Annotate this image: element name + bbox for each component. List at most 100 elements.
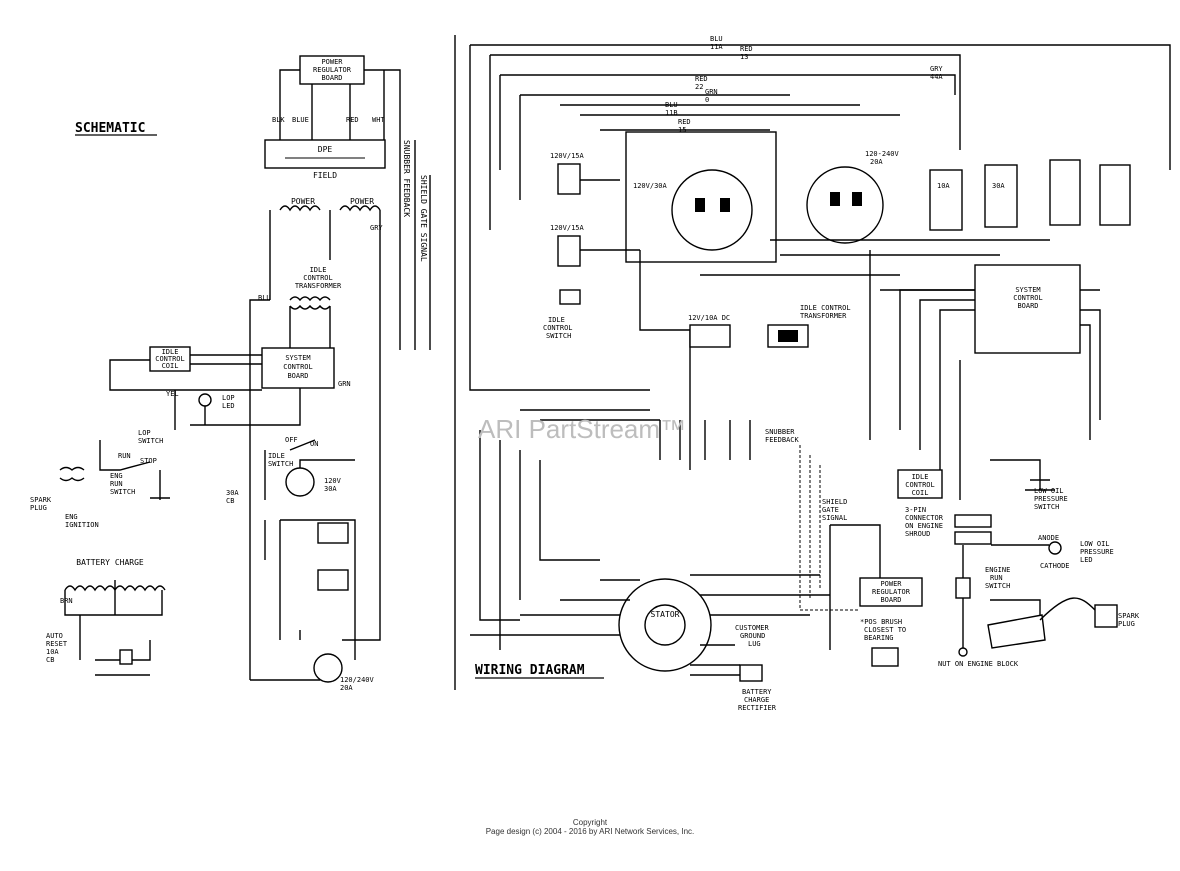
tw2-num: 44A (930, 73, 943, 81)
wd-pos-2: CLOSEST TO (864, 626, 906, 634)
wd-ground-nut (958, 647, 968, 657)
schematic-off: OFF (285, 436, 298, 444)
schematic-field-block (264, 139, 386, 169)
schematic-battery-charge: BATTERY CHARGE (76, 558, 144, 567)
schematic-wire-labels: BLK BLUE RED WHT BLU GRY GRN YEL BRN (60, 116, 385, 605)
schematic-lop-led-2: LED (222, 402, 235, 410)
schematic-spark-2: PLUG (30, 504, 47, 512)
schematic-auto-4: CB (46, 656, 54, 664)
wiring-diagram-title: WIRING DIAGRAM (475, 663, 585, 678)
wd-ers-3: SWITCH (985, 582, 1010, 590)
wd-ict-1: IDLE CONTROL (800, 304, 851, 312)
tw4-color: GRN (705, 88, 718, 96)
wd-lol-1: LOW OIL (1080, 540, 1110, 548)
schematic-on: ON (310, 440, 318, 448)
wd-scb-1: SYSTEM (1015, 286, 1040, 294)
schematic-auto-3: 10A (46, 648, 59, 656)
wd-system-control-board (974, 264, 1081, 354)
schematic-prb-line2: REGULATOR (313, 66, 352, 74)
wd-shield-1: SHIELD (822, 498, 847, 506)
wl-yel: YEL (166, 390, 179, 398)
schematic-shield-gate-signal: SHIELD GATE SIGNAL (419, 175, 428, 262)
schematic-rectifier-diode (119, 649, 133, 665)
wl-brn: BRN (60, 597, 73, 605)
wd-power-regulator-board (859, 577, 923, 607)
schematic-power-right: POWER (350, 197, 374, 206)
wd-breaker-30a (984, 164, 1018, 228)
wd-breaker-4 (1099, 164, 1131, 226)
wd-breaker-30a-label: 30A (992, 182, 1005, 190)
wd-outlet-b (557, 235, 581, 267)
wd-cgl-2: GROUND (740, 632, 765, 640)
wl-blue: BLUE (292, 116, 309, 124)
wd-lol-3: LED (1080, 556, 1093, 564)
schematic-receptacle-2 (317, 569, 349, 591)
wd-outlet-30-label: 120V/30A (633, 182, 668, 190)
tw3-color: RED (695, 75, 708, 83)
wd-outlet-30 (671, 169, 753, 251)
schematic-title: SCHEMATIC (75, 121, 145, 136)
wd-ignition-coil (987, 614, 1046, 649)
wd-icc-1: IDLE (912, 473, 929, 481)
schematic-o240-1: 120/240V (340, 676, 375, 684)
tw6-color: RED (678, 118, 691, 126)
schematic-ict-line3: TRANSFORMER (295, 282, 342, 290)
schematic-receptacle-1 (317, 522, 349, 544)
wd-outlet-240-l1: 120-240V (865, 150, 900, 158)
wd-ers-2: RUN (990, 574, 1003, 582)
wd-scb-2: CONTROL (1013, 294, 1043, 302)
schematic-o30-1: 120V (324, 477, 342, 485)
wl-blk: BLK (272, 116, 285, 124)
schematic-auto-1: AUTO (46, 632, 63, 640)
schematic-prb-line3: BOARD (321, 74, 342, 82)
tw0-num: 11A (710, 43, 723, 51)
wd-cathode: CATHODE (1040, 562, 1070, 570)
schematic-auto-2: RESET (46, 640, 68, 648)
tw4-num: 0 (705, 96, 709, 104)
schematic-section: SCHEMATIC POWER REGULATOR BOARD DPE FIEL… (30, 55, 431, 692)
tw2-color: GRY (930, 65, 943, 73)
schematic-scb-line3: BOARD (287, 372, 308, 380)
wd-breaker-3 (1049, 159, 1081, 226)
schematic-snubber-feedback: SNUBBER FEEDBACK (402, 140, 411, 217)
wd-breaker-10a-label: 10A (937, 182, 950, 190)
tw3-num: 22 (695, 83, 703, 91)
schematic-o30-2: 30A (324, 485, 337, 493)
schematic-idle-control-coil (149, 346, 191, 372)
schematic-outlet-240v (313, 653, 343, 683)
schematic-stop: STOP (140, 457, 157, 465)
wd-spark-1: SPARK (1118, 612, 1140, 620)
wd-spark-plug (1094, 604, 1118, 628)
lop-led-icon (198, 393, 212, 407)
wd-outlet-a (557, 163, 581, 195)
wd-3pin-4: SHROUD (905, 530, 930, 538)
wd-battery-rectifier (739, 664, 763, 682)
wd-3pin-3: ON ENGINE (905, 522, 943, 530)
wd-idle-switch (559, 289, 581, 305)
tw1-color: RED (740, 45, 753, 53)
wd-scb-3: BOARD (1017, 302, 1038, 310)
watermark: ARI PartStream™ (478, 414, 686, 444)
wd-outlet-panel (625, 131, 777, 263)
wd-breaker-10a (929, 169, 963, 231)
wd-spark-2: PLUG (1118, 620, 1135, 628)
wd-prb-3: BOARD (880, 596, 901, 604)
wl-red: RED (346, 116, 359, 124)
wl-wht: WHT (372, 116, 385, 124)
wd-outlet-240 (806, 166, 884, 244)
schematic-ign-1: ENG (65, 513, 78, 521)
wd-bcr-2: CHARGE (744, 696, 769, 704)
wd-3pin-2: CONNECTOR (905, 514, 944, 522)
schematic-cb30-1: 30A (226, 489, 239, 497)
wd-ers-1: ENGINE (985, 566, 1010, 574)
schematic-cb30-2: CB (226, 497, 234, 505)
wd-icc-2: CONTROL (905, 481, 935, 489)
wd-3pin-1: 3-PIN (905, 506, 926, 514)
schematic-icc-line1: IDLE (162, 348, 179, 356)
schematic-lop-sw-2: SWITCH (138, 437, 163, 445)
wd-idle-sw-2: CONTROL (543, 324, 573, 332)
wd-dc-label: 12V/10A DC (688, 314, 730, 322)
wd-cgl-1: CUSTOMER (735, 624, 770, 632)
